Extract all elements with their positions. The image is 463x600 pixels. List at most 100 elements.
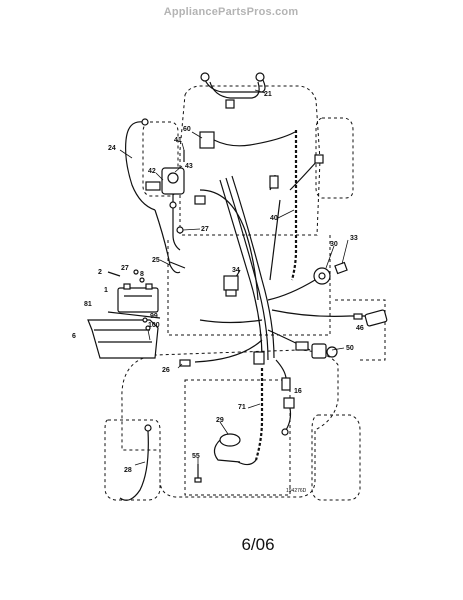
solenoid-cap — [167, 172, 179, 184]
battery-cable-24 — [125, 118, 156, 211]
harness-connector-top — [269, 175, 279, 189]
tractor-outline — [104, 85, 386, 501]
label-33: 33 — [350, 235, 358, 242]
key-33 — [334, 261, 348, 275]
switch-30-center — [318, 272, 326, 280]
harness-branch-to-46 — [271, 309, 365, 317]
label-46: 46 — [356, 325, 364, 332]
harness-connector-right — [314, 154, 324, 164]
part-34-module — [223, 275, 239, 297]
plug-29-body — [219, 433, 241, 447]
relay-body — [199, 131, 215, 149]
label-26: 26 — [162, 367, 170, 374]
seat-switch-16 — [275, 359, 295, 436]
battery-terminal-left — [123, 283, 131, 290]
harness-branch-2 — [269, 199, 281, 281]
wire-loom-40 — [290, 130, 298, 281]
revision-date: 6/06 — [241, 535, 274, 554]
left-headlight-bulb — [200, 72, 210, 82]
label-24: 24 — [108, 145, 116, 152]
label-6: 6 — [72, 333, 76, 340]
label-50: 50 — [346, 345, 354, 352]
switch-46-plug — [353, 313, 363, 320]
label-29: 29 — [216, 417, 224, 424]
frame-outline — [167, 232, 331, 336]
bolt-55 — [194, 464, 202, 483]
label-42: 42 — [148, 168, 156, 175]
front-right-wheel-outline — [315, 117, 354, 199]
nut-27 — [133, 269, 139, 275]
loom-71-end — [237, 459, 257, 466]
label-100: 100 — [148, 322, 160, 329]
part-labels: 21 24 41 60 43 42 40 27 25 2 27 8 1 81 6… — [72, 91, 364, 474]
switch-16-wire — [275, 359, 287, 379]
cable-28-terminal — [144, 424, 152, 432]
label-34: 34 — [232, 267, 240, 274]
hood-outline — [179, 85, 321, 236]
part-60-relay — [183, 131, 296, 162]
battery-terminal-right — [145, 283, 153, 290]
washer-8 — [139, 277, 145, 283]
cable-24-terminal — [141, 118, 149, 126]
headlight-harness — [200, 72, 266, 109]
holddown-nut-99 — [142, 317, 148, 323]
ground-cable-28 — [119, 424, 152, 501]
harness-connector-low — [253, 351, 265, 365]
loom-40-coil — [290, 130, 298, 281]
label-27b: 27 — [121, 265, 129, 272]
main-harness — [194, 154, 365, 365]
rear-right-wheel-outline — [311, 414, 361, 501]
headlight-wire — [204, 77, 266, 93]
part-46-switch — [353, 309, 388, 327]
module-34-base — [225, 289, 237, 297]
switch-16-terminal — [281, 428, 289, 436]
switch-16-connector — [281, 377, 291, 391]
solenoid-bracket — [145, 181, 161, 191]
label-43: 43 — [185, 163, 193, 170]
relay-wire — [213, 131, 296, 147]
label-40: 40 — [270, 215, 278, 222]
label-1: 1 — [104, 287, 108, 294]
cable-25-lug — [169, 261, 186, 269]
leader-lines — [119, 89, 349, 466]
battery-assembly — [107, 269, 159, 313]
right-headlight-bulb — [255, 72, 265, 82]
label-21: 21 — [264, 91, 272, 98]
loom-71-coil — [254, 368, 264, 461]
bolt-55-head — [194, 477, 202, 483]
module-34-body — [223, 275, 239, 291]
harness-branch-to-26 — [194, 339, 263, 363]
headlight-connector — [225, 99, 235, 109]
solenoid-nut — [169, 201, 177, 209]
harness-connector-left — [194, 195, 206, 205]
harness-trunk-3 — [231, 175, 275, 359]
harness-branch-left — [199, 319, 263, 324]
ground-terminal-27 — [176, 226, 184, 234]
label-16: 16 — [294, 388, 302, 395]
switch-16-wire-2 — [285, 407, 292, 431]
harness-branch-right — [289, 159, 319, 191]
label-30: 30 — [330, 241, 338, 248]
label-55: 55 — [192, 453, 200, 460]
switch-50-body — [311, 343, 327, 359]
diagram-part-number: 194276D — [286, 488, 307, 494]
plug-29 — [213, 433, 241, 463]
solenoid-wire — [172, 194, 181, 251]
label-28: 28 — [124, 467, 132, 474]
label-81: 81 — [84, 301, 92, 308]
terminal-26 — [179, 359, 191, 367]
part-50-switch — [311, 343, 338, 359]
harness-trunk-1 — [219, 179, 263, 361]
right-fender-outline — [335, 299, 386, 361]
harness-branch-to-30 — [267, 279, 316, 301]
headlight-wire-2 — [209, 81, 260, 99]
label-27a: 27 — [201, 226, 209, 233]
switch-50-knob — [326, 346, 338, 358]
cable-24-path — [125, 121, 156, 211]
ground-26 — [179, 359, 191, 367]
label-2: 2 — [98, 269, 102, 276]
battery-tray — [87, 311, 161, 359]
label-25: 25 — [152, 257, 160, 264]
bolt-2 — [107, 271, 121, 277]
